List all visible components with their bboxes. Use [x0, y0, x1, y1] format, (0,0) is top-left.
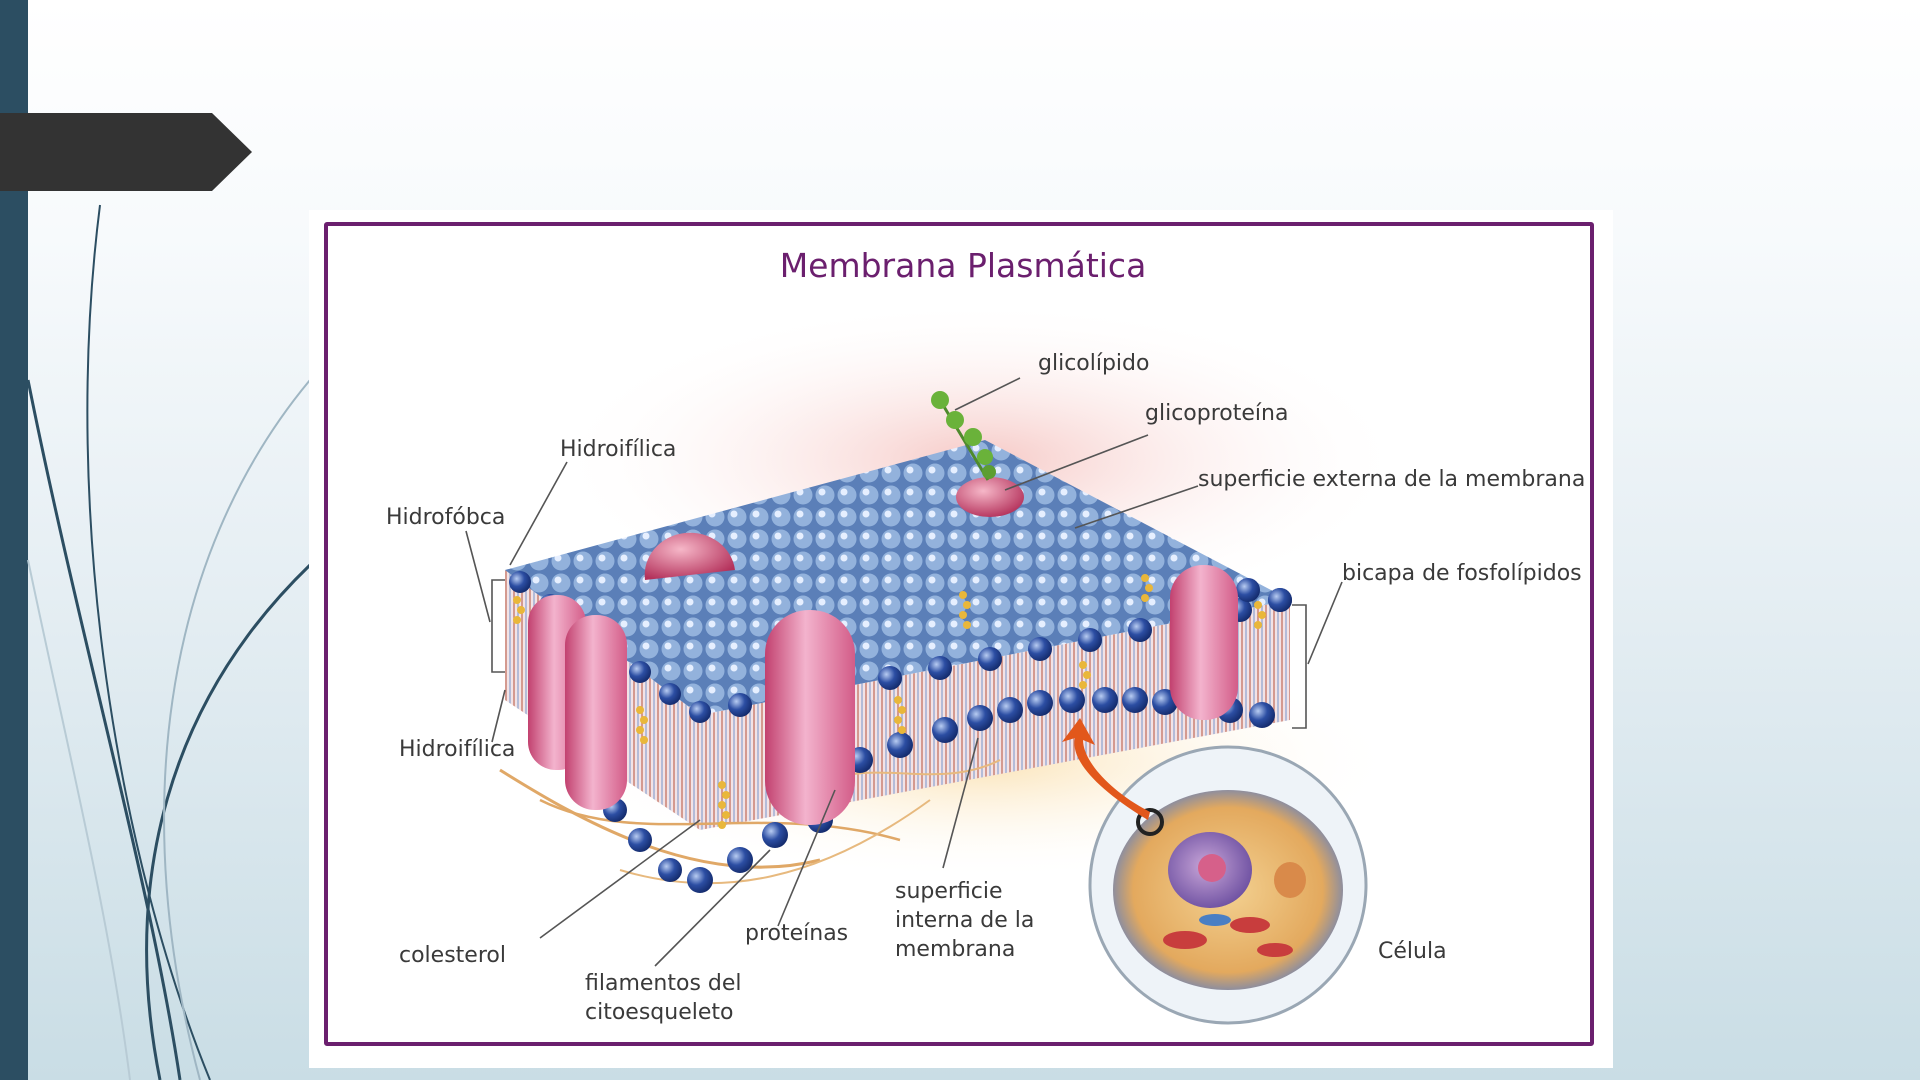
- label-glycoprotein: glicoproteína: [1145, 401, 1288, 426]
- label-inner-surface-line-3: membrana: [895, 937, 1015, 962]
- label-cholesterol: colesterol: [399, 943, 506, 968]
- label-hydrophilic-top: Hidroifílica: [560, 437, 676, 462]
- label-phospholipid-bilayer: bicapa de fosfolípidos: [1342, 561, 1582, 586]
- label-glycolipid: glicolípido: [1038, 351, 1149, 376]
- label-hydrophilic-bottom: Hidroifílica: [399, 737, 515, 762]
- label-cell: Célula: [1378, 939, 1447, 964]
- label-inner-surface-line-1: superficie: [895, 879, 1003, 904]
- bilayer-bracket-left: [492, 580, 505, 672]
- diagram-title: Membrana Plasmática: [780, 246, 1147, 285]
- label-cytoskeleton-line-1: filamentos del: [585, 971, 742, 996]
- label-proteins: proteínas: [745, 921, 848, 946]
- label-hydrophobic: Hidrofóbca: [386, 505, 505, 530]
- cell-inset: [1090, 747, 1366, 1023]
- label-cytoskeleton-line-2: citoesqueleto: [585, 1000, 733, 1025]
- label-inner-surface-line-2: interna de la: [895, 908, 1034, 933]
- label-outer-surface: superficie externa de la membrana: [1198, 467, 1585, 492]
